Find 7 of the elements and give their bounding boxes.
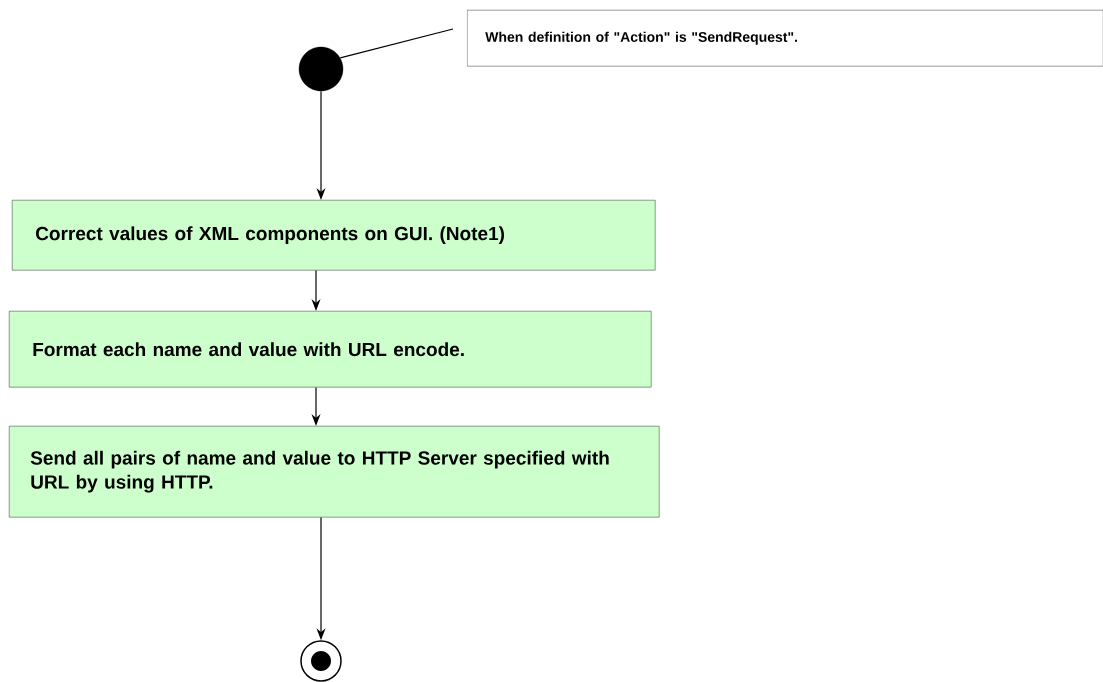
action-box: Correct values of XML components on GUI. (Note1) bbox=[12, 200, 656, 271]
action-box: Send all pairs of name and value to HTTP Server specified with URL by using HTTP. bbox=[9, 426, 660, 518]
note-box: When definition of "Action" is "SendRequest". bbox=[467, 10, 1103, 67]
leader-line bbox=[339, 28, 454, 59]
action-box: Format each name and value with URL encode. bbox=[9, 311, 652, 388]
start-dot bbox=[298, 46, 344, 92]
end-bullseye bbox=[300, 640, 342, 682]
